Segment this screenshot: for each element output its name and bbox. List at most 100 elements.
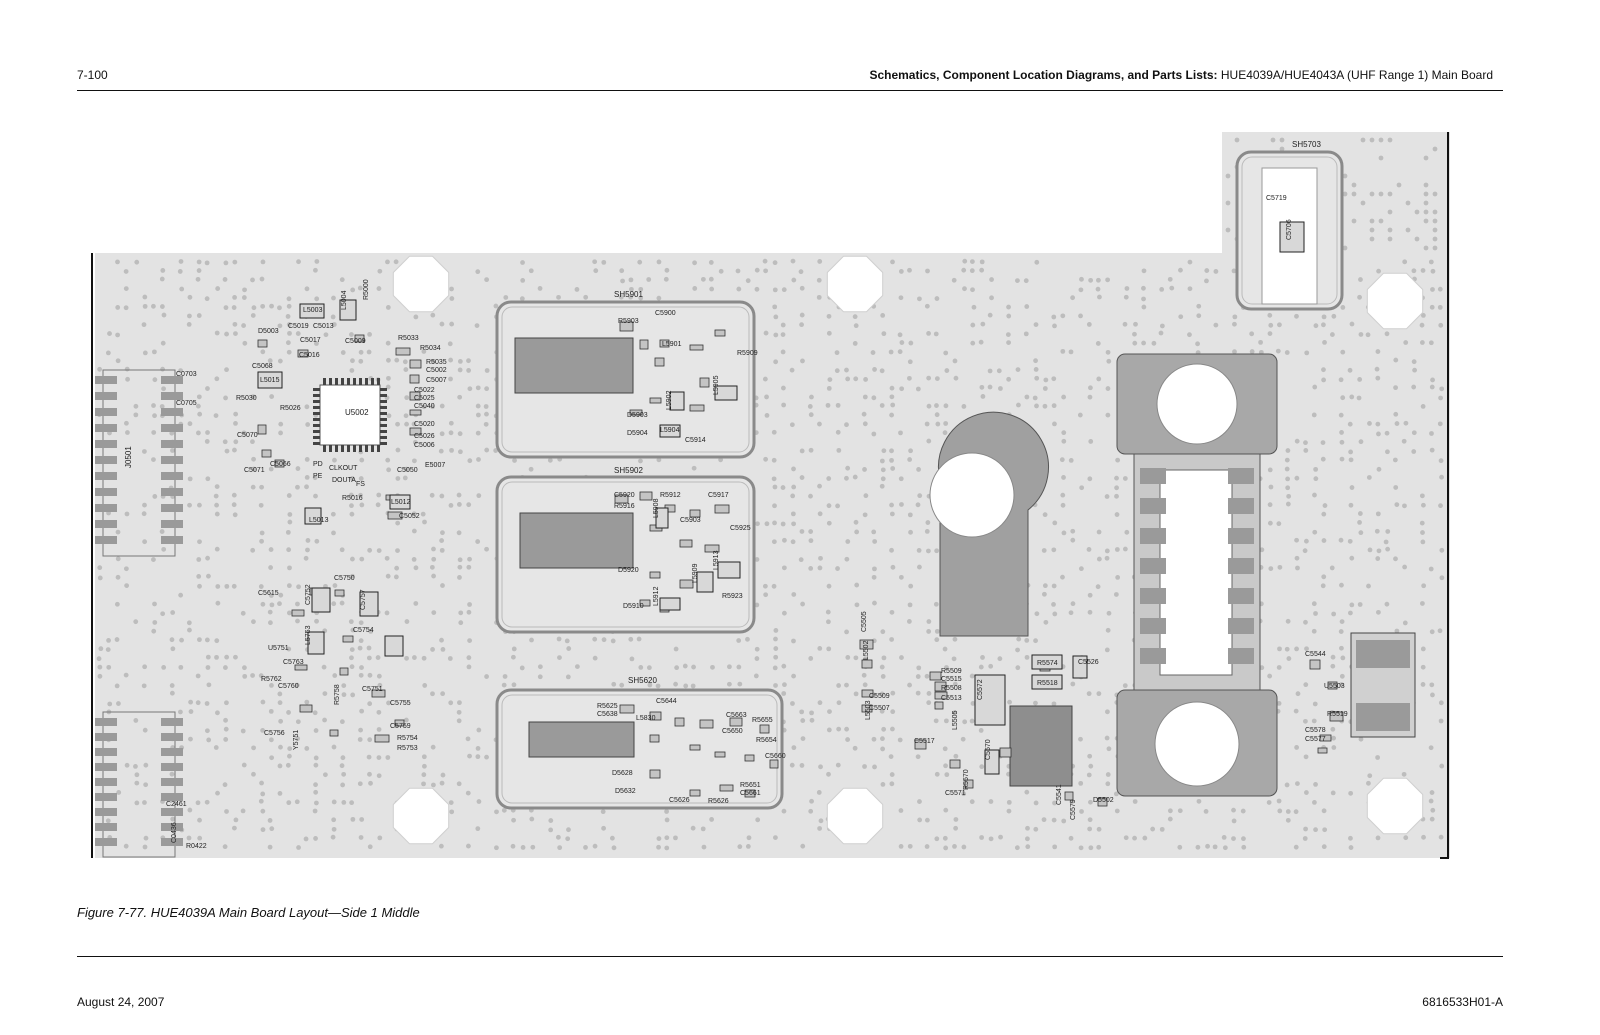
mounting-hole xyxy=(1366,777,1424,835)
via xyxy=(223,395,228,401)
via xyxy=(1105,412,1111,418)
component-label: R5509 xyxy=(941,668,962,675)
via xyxy=(1024,304,1030,309)
via xyxy=(431,556,437,562)
component-label: L5901 xyxy=(662,341,682,348)
via xyxy=(762,258,768,264)
via xyxy=(592,843,598,849)
via xyxy=(1312,384,1318,390)
via xyxy=(125,376,130,382)
via xyxy=(430,691,435,697)
via xyxy=(853,376,859,382)
via xyxy=(799,529,805,534)
via xyxy=(529,816,535,822)
via xyxy=(259,538,264,544)
via xyxy=(879,691,885,697)
via xyxy=(800,601,806,607)
via xyxy=(1384,331,1390,337)
via xyxy=(943,718,949,724)
via xyxy=(359,457,365,463)
ic-pin xyxy=(365,445,368,452)
via xyxy=(1284,782,1290,788)
via xyxy=(1313,323,1319,329)
via xyxy=(142,350,148,356)
via xyxy=(745,844,751,849)
via xyxy=(97,664,103,670)
component-label: L5912 xyxy=(653,586,660,606)
ic-pin xyxy=(341,378,344,385)
via xyxy=(1294,646,1299,652)
via xyxy=(673,835,678,841)
via xyxy=(844,422,849,428)
via xyxy=(799,763,805,768)
via xyxy=(439,538,445,543)
via xyxy=(1357,294,1362,300)
via xyxy=(1284,457,1290,463)
smd-part xyxy=(409,427,422,436)
component-label: C2461 xyxy=(166,801,187,808)
via xyxy=(1240,808,1246,814)
via xyxy=(611,845,617,851)
via xyxy=(816,790,822,795)
component-label: D5632 xyxy=(615,788,636,795)
via xyxy=(1070,681,1076,687)
via xyxy=(997,656,1003,662)
via xyxy=(1384,430,1390,436)
component-label: U5002 xyxy=(345,408,369,417)
via xyxy=(755,817,761,823)
via xyxy=(673,646,679,652)
via xyxy=(385,305,391,310)
via xyxy=(457,449,463,455)
via xyxy=(583,845,588,850)
via xyxy=(376,727,382,732)
via xyxy=(421,772,427,778)
via xyxy=(962,258,968,264)
via xyxy=(1423,182,1429,188)
via xyxy=(456,709,462,715)
via xyxy=(1348,845,1354,850)
via xyxy=(1033,700,1038,706)
via xyxy=(978,728,984,733)
via xyxy=(1032,395,1038,401)
via xyxy=(484,447,490,453)
via xyxy=(205,665,211,670)
via xyxy=(134,800,140,806)
via xyxy=(411,421,417,427)
via xyxy=(1376,548,1382,554)
via xyxy=(251,466,257,472)
via xyxy=(1078,566,1084,572)
via xyxy=(439,493,445,499)
via xyxy=(1421,583,1427,589)
component-label: R5758 xyxy=(334,684,341,705)
via xyxy=(1159,826,1165,832)
via xyxy=(114,637,120,642)
via xyxy=(1034,403,1039,409)
via xyxy=(773,683,778,688)
via xyxy=(1167,808,1173,814)
via xyxy=(439,637,444,643)
via xyxy=(1104,548,1110,554)
via xyxy=(250,547,256,553)
via xyxy=(512,458,517,463)
via xyxy=(789,762,795,768)
via xyxy=(1294,537,1299,543)
via xyxy=(295,331,301,336)
component-label: C5507 xyxy=(869,705,890,712)
via xyxy=(1439,386,1445,392)
via xyxy=(1321,322,1326,328)
via xyxy=(1342,245,1348,251)
via xyxy=(1438,718,1444,724)
via xyxy=(286,610,292,616)
via xyxy=(1096,277,1101,283)
via xyxy=(97,565,103,571)
via xyxy=(286,303,292,309)
via xyxy=(1394,628,1400,634)
via xyxy=(358,349,364,355)
smd-part xyxy=(639,599,651,607)
via xyxy=(834,368,840,374)
inductor xyxy=(714,385,738,401)
via xyxy=(1042,591,1047,597)
shield-can-inner xyxy=(501,481,750,628)
component-label: R5574 xyxy=(1037,660,1058,667)
via xyxy=(1204,268,1210,273)
